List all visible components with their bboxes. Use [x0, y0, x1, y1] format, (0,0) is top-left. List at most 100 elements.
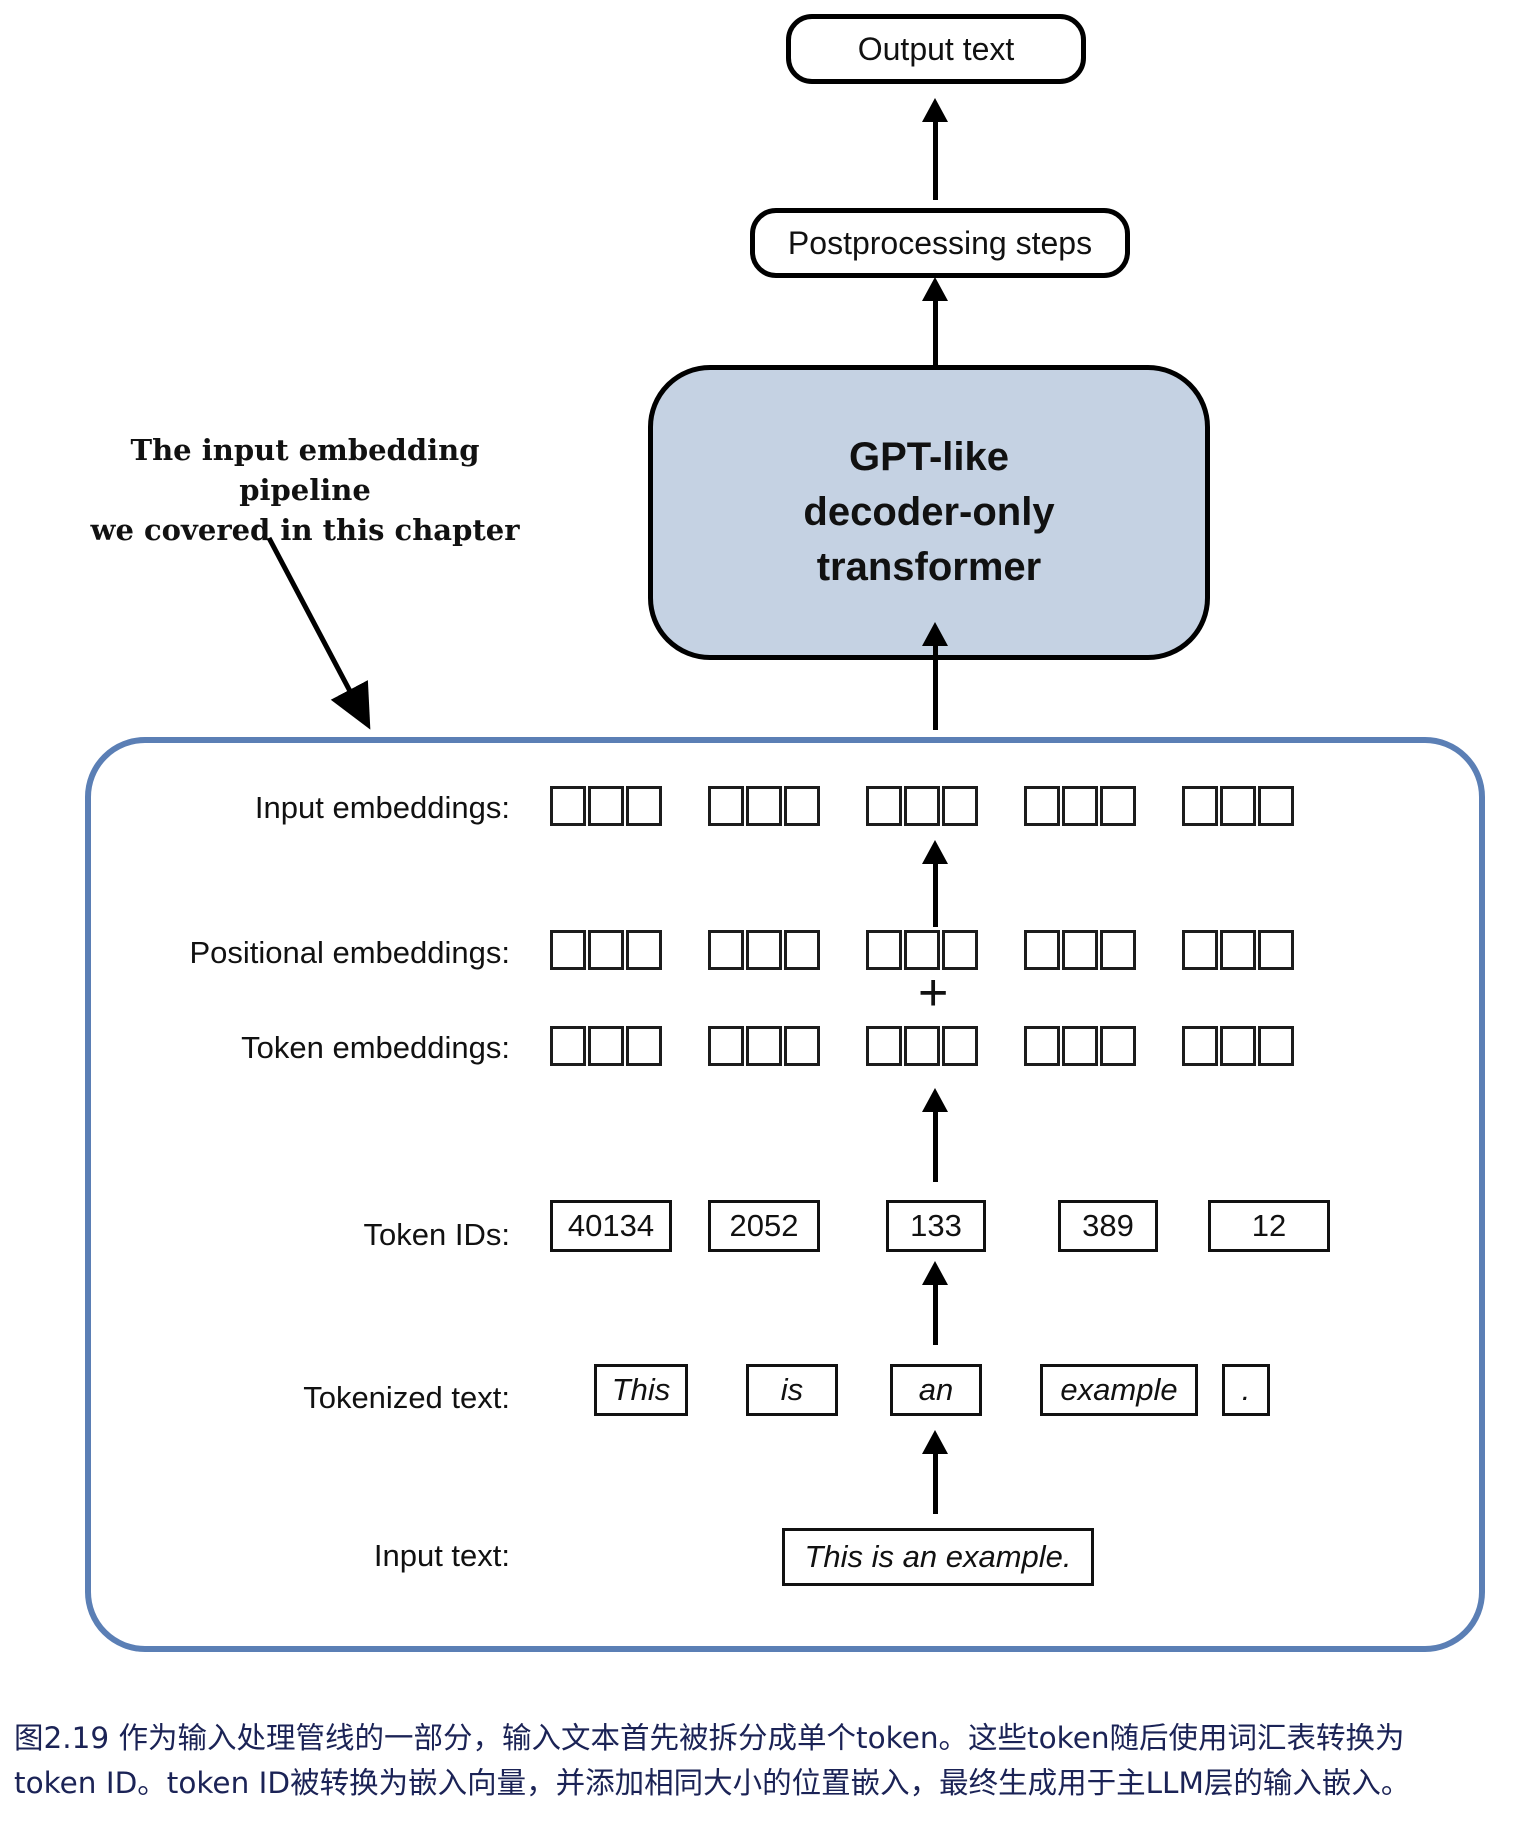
embedding-cell: [904, 1026, 940, 1066]
embedding-cell: [588, 786, 624, 826]
embedding-cell: [708, 1026, 744, 1066]
figure-caption: 图2.19 作为输入处理管线的一部分，输入文本首先被拆分成单个token。这些t…: [14, 1716, 1506, 1806]
input-embedding-group-1: [550, 786, 662, 826]
embedding-cell: [1220, 786, 1256, 826]
embedding-cell: [784, 930, 820, 970]
arrow-head-token-ids-to-token-embeddings: [922, 1088, 948, 1112]
embedding-cell: [942, 786, 978, 826]
arrow-input-text-to-tokenized: [933, 1452, 938, 1514]
transformer-line-2: decoder-only: [803, 489, 1055, 534]
annotation-line-2: we covered in this chapter: [90, 513, 520, 548]
embedding-cell: [746, 930, 782, 970]
row-label-token-embeddings: Token embeddings:: [241, 1030, 510, 1065]
embedding-cell: [1062, 930, 1098, 970]
arrow-positional-to-input-embeddings: [933, 862, 938, 927]
row-label-tokenized-text: Tokenized text:: [303, 1380, 510, 1415]
input-embedding-group-3: [866, 786, 978, 826]
embedding-cell: [746, 1026, 782, 1066]
embedding-cell: [1062, 1026, 1098, 1066]
positional-embedding-group-4: [1024, 930, 1136, 970]
embedding-cell: [1182, 786, 1218, 826]
embedding-cell: [1182, 1026, 1218, 1066]
arrow-tokenized-to-token-ids: [933, 1283, 938, 1345]
token-embedding-group-2: [708, 1026, 820, 1066]
embedding-cell: [1024, 930, 1060, 970]
embedding-cell: [588, 930, 624, 970]
embedding-cell: [550, 930, 586, 970]
embedding-cell: [626, 1026, 662, 1066]
embedding-cell: [942, 930, 978, 970]
token-embedding-group-4: [1024, 1026, 1136, 1066]
embedding-cell: [708, 786, 744, 826]
token-embedding-group-5: [1182, 1026, 1294, 1066]
token-id-box-1: 40134: [550, 1200, 672, 1252]
embedding-cell: [708, 930, 744, 970]
embedding-cell: [1024, 1026, 1060, 1066]
embedding-cell: [746, 786, 782, 826]
token-id-box-4: 389: [1058, 1200, 1158, 1252]
embedding-cell: [904, 930, 940, 970]
arrow-head-tokenized-to-token-ids: [922, 1261, 948, 1285]
row-label-positional-embeddings: Positional embeddings:: [189, 935, 510, 970]
embedding-cell: [1258, 1026, 1294, 1066]
embedding-cell: [626, 786, 662, 826]
transformer-line-3: transformer: [816, 545, 1042, 590]
embedding-cell: [866, 1026, 902, 1066]
token-id-box-3: 133: [886, 1200, 986, 1252]
positional-embedding-group-5: [1182, 930, 1294, 970]
embedding-cell: [784, 786, 820, 826]
gpt-like-transformer-box: GPT-like decoder-only transformer: [648, 365, 1210, 660]
caption-line-1: 图2.19 作为输入处理管线的一部分，输入文本首先被拆分成单个token。这些t…: [14, 1721, 1405, 1755]
row-label-input-text: Input text:: [373, 1538, 510, 1573]
embedding-cell: [1024, 786, 1060, 826]
embedding-cell: [866, 930, 902, 970]
embedding-cell: [1062, 786, 1098, 826]
embedding-cell: [1258, 786, 1294, 826]
row-label-input-embeddings: Input embeddings:: [254, 790, 510, 825]
token-id-box-5: 12: [1208, 1200, 1330, 1252]
token-embedding-group-3: [866, 1026, 978, 1066]
row-label-token-ids: Token IDs:: [363, 1217, 510, 1252]
input-embedding-group-4: [1024, 786, 1136, 826]
plus-operator: +: [918, 964, 949, 1022]
annotation-line-1: The input embedding pipeline: [130, 433, 480, 508]
transformer-line-1: GPT-like: [848, 434, 1010, 479]
arrow-head-transformer-to-postprocessing: [922, 277, 948, 301]
output-text-box: Output text: [786, 14, 1086, 84]
annotation-callout-text: The input embedding pipeline we covered …: [90, 430, 520, 550]
postprocessing-steps-box: Postprocessing steps: [750, 208, 1130, 278]
embedding-cell: [1100, 930, 1136, 970]
embedding-cell: [626, 930, 662, 970]
arrow-postprocessing-to-output: [933, 122, 938, 200]
arrow-head-postprocessing-to-output: [922, 98, 948, 122]
token-box-3: an: [890, 1364, 982, 1416]
arrow-head-input-text-to-tokenized: [922, 1430, 948, 1454]
arrow-transformer-to-postprocessing: [933, 300, 938, 370]
embedding-cell: [588, 1026, 624, 1066]
input-embedding-group-5: [1182, 786, 1294, 826]
token-box-1: This: [594, 1364, 688, 1416]
arrow-embeddings-to-transformer: [933, 645, 938, 730]
arrow-token-ids-to-token-embeddings: [933, 1110, 938, 1182]
token-box-4: example: [1040, 1364, 1198, 1416]
arrow-head-positional-to-input-embeddings: [922, 840, 948, 864]
positional-embedding-group-1: [550, 930, 662, 970]
arrow-head-embeddings-to-transformer: [922, 622, 948, 646]
embedding-cell: [942, 1026, 978, 1066]
embedding-cell: [866, 786, 902, 826]
embedding-cell: [1100, 1026, 1136, 1066]
token-embedding-group-1: [550, 1026, 662, 1066]
token-box-5: .: [1222, 1364, 1270, 1416]
embedding-cell: [784, 1026, 820, 1066]
token-id-box-2: 2052: [708, 1200, 820, 1252]
input-embedding-pipeline-container: [85, 737, 1485, 1652]
embedding-cell: [1220, 930, 1256, 970]
positional-embedding-group-3: [866, 930, 978, 970]
embedding-cell: [1258, 930, 1294, 970]
input-text-box: This is an example.: [782, 1528, 1094, 1586]
embedding-cell: [1220, 1026, 1256, 1066]
embedding-cell: [550, 786, 586, 826]
embedding-cell: [1182, 930, 1218, 970]
embedding-cell: [1100, 786, 1136, 826]
embedding-cell: [904, 786, 940, 826]
